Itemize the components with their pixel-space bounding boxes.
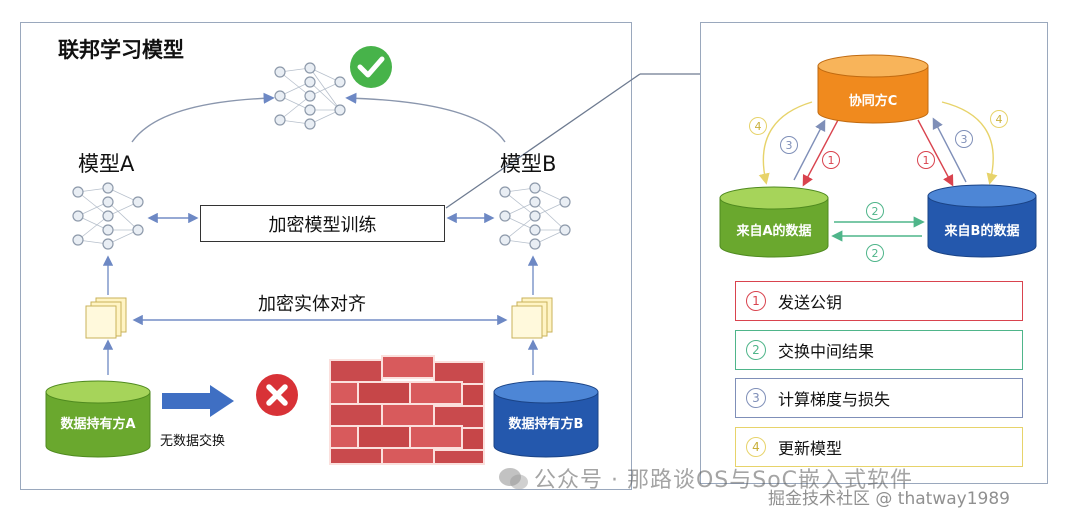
model-a-icon [72,182,144,250]
diagram-title: 联邦学习模型 [58,38,184,62]
document-icon [511,297,553,339]
document-icon [85,297,127,339]
step-3-marker: 3 [780,136,798,154]
legend-label: 发送公钥 [778,293,843,312]
legend-item-update-model: 4 更新模型 [735,427,1023,467]
check-icon [350,46,392,88]
step-2-marker: 2 [866,244,884,262]
step-4-marker: 4 [749,117,767,135]
entity-alignment-label: 加密实体对齐 [258,294,366,315]
data-holder-b-label: 数据持有方B [508,417,584,432]
legend-number: 1 [746,291,766,311]
legend-label: 计算梯度与损失 [778,390,891,409]
model-arcs [102,92,539,375]
legend-item-compute-gradient: 3 计算梯度与损失 [735,378,1023,418]
no-exchange-label: 无数据交换 [160,434,226,449]
encrypted-training-label: 加密模型训练 [268,214,377,236]
watermark-community: 掘金技术社区 @ thatway1989 [768,489,1010,509]
legend-number: 3 [746,388,766,408]
data-from-a-cylinder [719,186,829,258]
data-holder-b-cylinder [493,380,599,458]
legend-label: 更新模型 [778,439,843,458]
encrypted-training-box: 加密模型训练 [200,205,445,242]
wechat-icon [499,468,528,490]
coordinator-label: 协同方C [848,94,898,109]
model-b-icon [499,182,571,250]
data-holder-a-cylinder [45,380,151,458]
process-arrows [758,101,998,242]
data-from-b-cylinder [927,184,1037,258]
model-b-label: 模型B [500,152,557,176]
legend-number: 4 [746,437,766,457]
coordinator-cylinder [817,54,929,124]
data-holder-a-label: 数据持有方A [60,417,136,432]
right-arrow-icon [162,385,234,417]
legend-item-exchange-results: 2 交换中间结果 [735,330,1023,370]
data-from-a-label: 来自A的数据 [736,224,812,239]
process-panel [700,22,1048,484]
legend-label: 交换中间结果 [778,342,875,361]
data-from-b-label: 来自B的数据 [944,224,1020,239]
step-1-marker: 1 [822,151,840,169]
step-4-marker: 4 [990,110,1008,128]
federated-model-panel [20,22,632,490]
legend-item-send-key: 1 发送公钥 [735,281,1023,321]
step-2-marker: 2 [866,202,884,220]
watermark-account: 公众号 · 那路谈OS与SoC嵌入式软件 [534,468,914,493]
global-model-icon [274,62,346,130]
firewall-brick-icon [329,355,485,465]
step-1-marker: 1 [917,151,935,169]
legend-number: 2 [746,340,766,360]
cross-icon [256,374,298,416]
step-3-marker: 3 [955,130,973,148]
model-a-label: 模型A [78,152,135,176]
